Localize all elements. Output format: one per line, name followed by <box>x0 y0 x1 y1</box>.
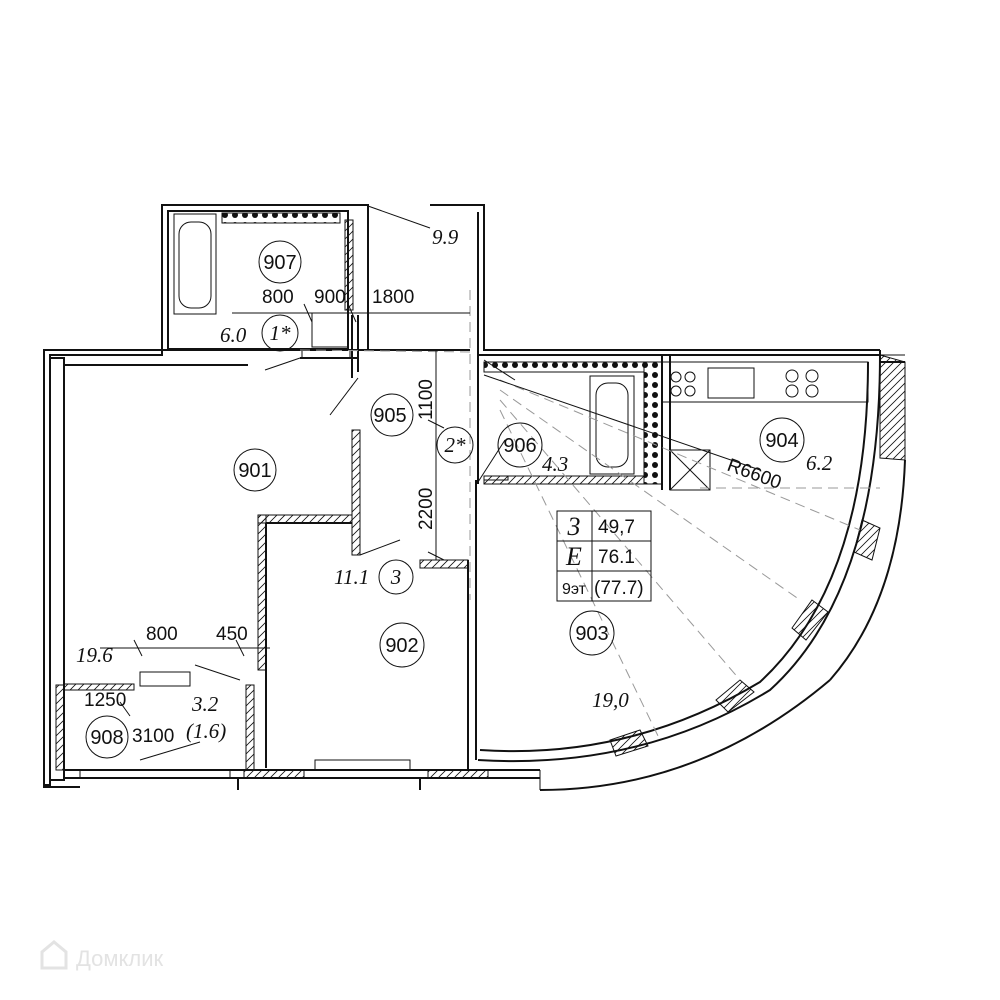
area-6-2: 6.2 <box>806 451 833 475</box>
room-903: 903 <box>569 610 615 656</box>
dim-1800: 1800 <box>372 287 414 308</box>
area-4-3: 4.3 <box>542 452 568 476</box>
outer-walls <box>43 204 905 790</box>
svg-text:2*: 2* <box>445 433 467 457</box>
room-labels: 907 905 901 906 904 902 903 908 <box>85 240 805 759</box>
svg-text:902: 902 <box>385 635 418 657</box>
dim-1250: 1250 <box>84 690 126 711</box>
svg-text:3: 3 <box>390 565 402 589</box>
note-1: 1* <box>261 314 299 352</box>
area-3-2: 3.2 <box>191 692 219 716</box>
summary-total-area: 76.1 <box>598 547 635 568</box>
dim-1100: 1100 <box>416 379 437 420</box>
area-1-6: (1.6) <box>186 719 226 743</box>
interior-walls <box>139 205 869 770</box>
svg-text:907: 907 <box>263 252 296 274</box>
dim-900: 900 <box>314 287 346 308</box>
svg-text:906: 906 <box>503 435 536 457</box>
svg-text:903: 903 <box>575 623 608 645</box>
summary-floor: 9эт <box>562 581 587 598</box>
dim-800-top: 800 <box>262 287 294 308</box>
house-icon <box>40 940 68 970</box>
summary-living-area: 49,7 <box>598 517 635 538</box>
area-texts: 9.9 6.0 4.3 6.2 11.1 19.6 3.2 (1.6) 19,0 <box>76 225 833 743</box>
summary-total-with-balcony: (77.7) <box>594 578 644 599</box>
summary-rooms-count: 3 <box>567 512 581 541</box>
svg-text:908: 908 <box>90 727 123 749</box>
room-904: 904 <box>759 417 805 463</box>
room-905: 905 <box>370 393 414 437</box>
dim-800-bottom: 800 <box>146 624 178 645</box>
svg-text:904: 904 <box>765 430 798 452</box>
room-908: 908 <box>85 715 129 759</box>
area-6-0: 6.0 <box>220 323 247 347</box>
svg-text:905: 905 <box>373 405 406 427</box>
area-19-6: 19.6 <box>76 643 113 667</box>
svg-text:1*: 1* <box>270 321 292 345</box>
area-19-0: 19,0 <box>592 688 629 712</box>
summary-type: E <box>565 542 582 571</box>
svg-text:901: 901 <box>238 460 271 482</box>
room-901: 901 <box>233 448 277 492</box>
dimension-lines <box>100 303 470 761</box>
room-902: 902 <box>379 622 425 668</box>
watermark-brand: Домклик <box>76 946 164 971</box>
dim-3100: 3100 <box>132 726 174 747</box>
summary-table: 3 49,7 E 76.1 9эт (77.7) <box>556 510 652 602</box>
note-2: 2* <box>436 426 474 464</box>
area-9-9: 9.9 <box>432 225 459 249</box>
note-3: 3 <box>378 559 414 595</box>
watermark: Домклик <box>40 940 164 971</box>
dim-2200: 2200 <box>416 488 437 530</box>
curved-facade <box>477 354 906 791</box>
dim-450: 450 <box>216 624 248 645</box>
room-906: 906 <box>497 422 543 468</box>
area-11-1: 11.1 <box>334 565 369 589</box>
room-907: 907 <box>258 240 302 284</box>
construction-lines <box>299 290 880 741</box>
